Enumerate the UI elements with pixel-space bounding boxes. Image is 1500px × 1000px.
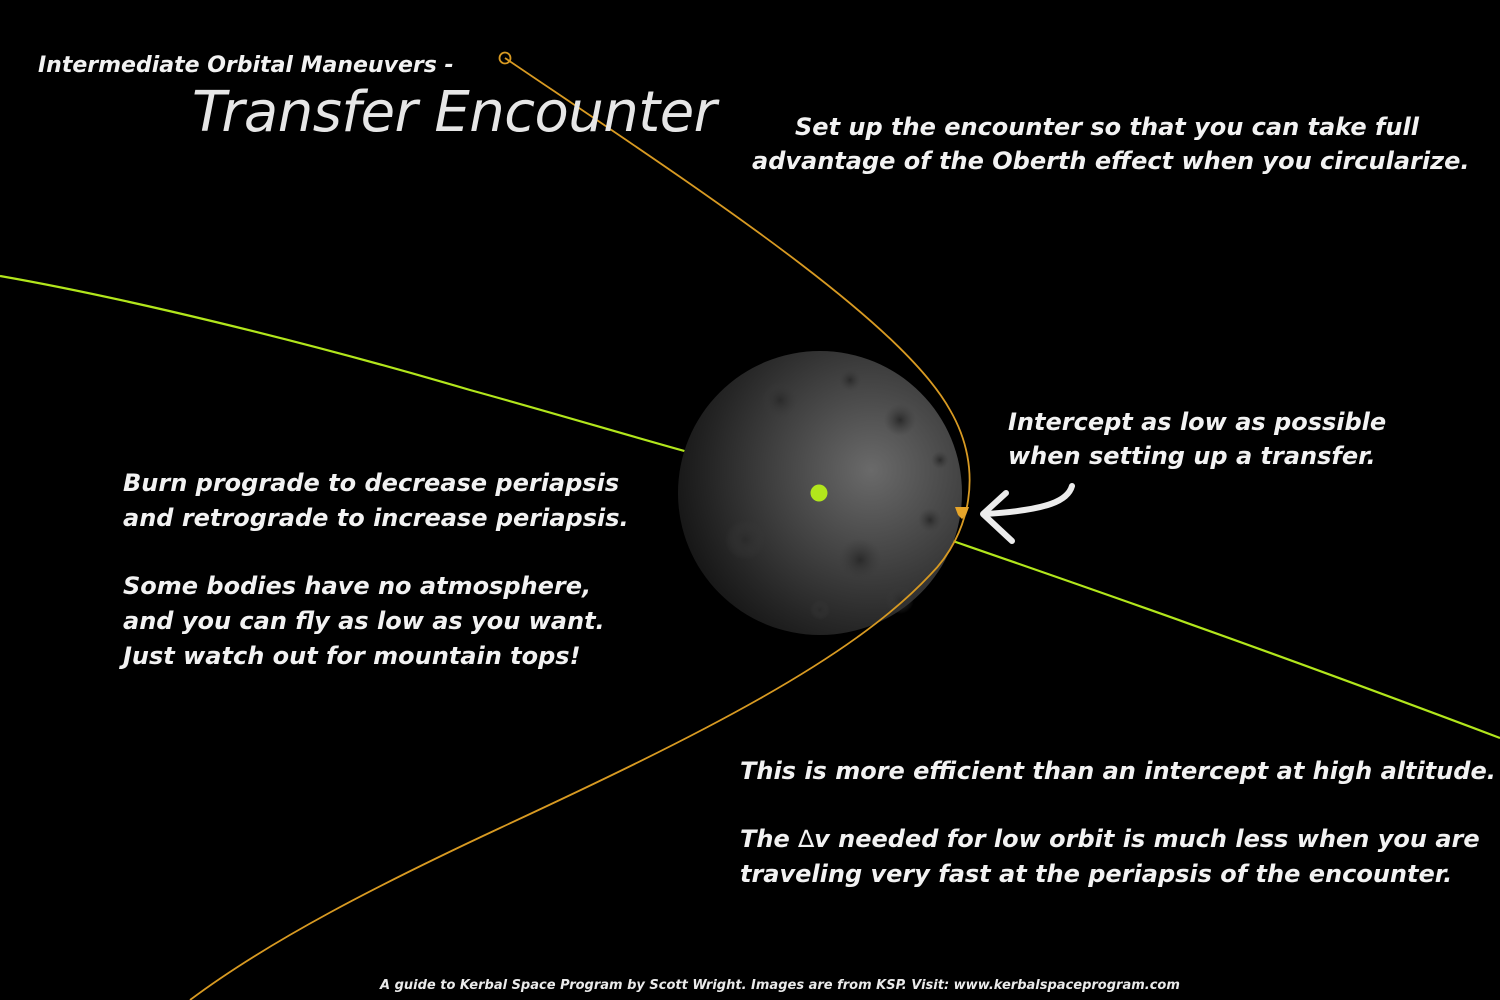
efficiency-note-line-2: The ∆v needed for low orbit is much less… (740, 822, 1496, 857)
burn-note-line-2: and retrograde to increase periapsis. (123, 504, 629, 532)
intercept-note: Intercept as low as possible when settin… (1008, 405, 1386, 473)
efficiency-note-line-2-start: The (740, 825, 799, 853)
footer-credit: A guide to Kerbal Space Program by Scott… (380, 978, 1180, 993)
transfer-trajectory (189, 57, 971, 1000)
curved-arrow-icon (980, 483, 1075, 544)
node-circle-icon[interactable] (498, 51, 512, 65)
efficiency-note-line-2-end: v needed for low orbit is much less when… (814, 825, 1480, 853)
burn-note-line-4: and you can fly as low as you want. (123, 607, 605, 635)
burn-note: Burn prograde to decrease periapsis and … (123, 466, 629, 674)
oberth-note-line-2: advantage of the Oberth effect when you … (752, 147, 1470, 175)
burn-note-line-3: Some bodies have no atmosphere, (123, 572, 592, 600)
burn-note-line-1: Burn prograde to decrease periapsis (123, 469, 620, 497)
intercept-note-line-2: when setting up a transfer. (1008, 442, 1376, 470)
burn-note-line-5: Just watch out for mountain tops! (123, 642, 581, 670)
oberth-note-line-1: Set up the encounter so that you can tak… (795, 113, 1419, 141)
page-subtitle: Intermediate Orbital Maneuvers - (38, 53, 454, 78)
moon-orbit-line (0, 274, 689, 454)
oberth-note: Set up the encounter so that you can tak… (752, 110, 1469, 178)
efficiency-note-line-1: This is more efficient than an intercept… (740, 757, 1496, 785)
moon-orbit-line-exit (949, 538, 1500, 740)
spacecraft-marker-icon[interactable] (955, 507, 969, 519)
delta-symbol: ∆ (798, 825, 815, 853)
page-title: Transfer Encounter (192, 80, 717, 145)
intercept-note-line-1: Intercept as low as possible (1008, 408, 1387, 436)
moon-center-marker (810, 484, 828, 502)
efficiency-note: This is more efficient than an intercept… (740, 754, 1496, 892)
efficiency-note-line-3: traveling very fast at the periapsis of … (740, 860, 1453, 888)
